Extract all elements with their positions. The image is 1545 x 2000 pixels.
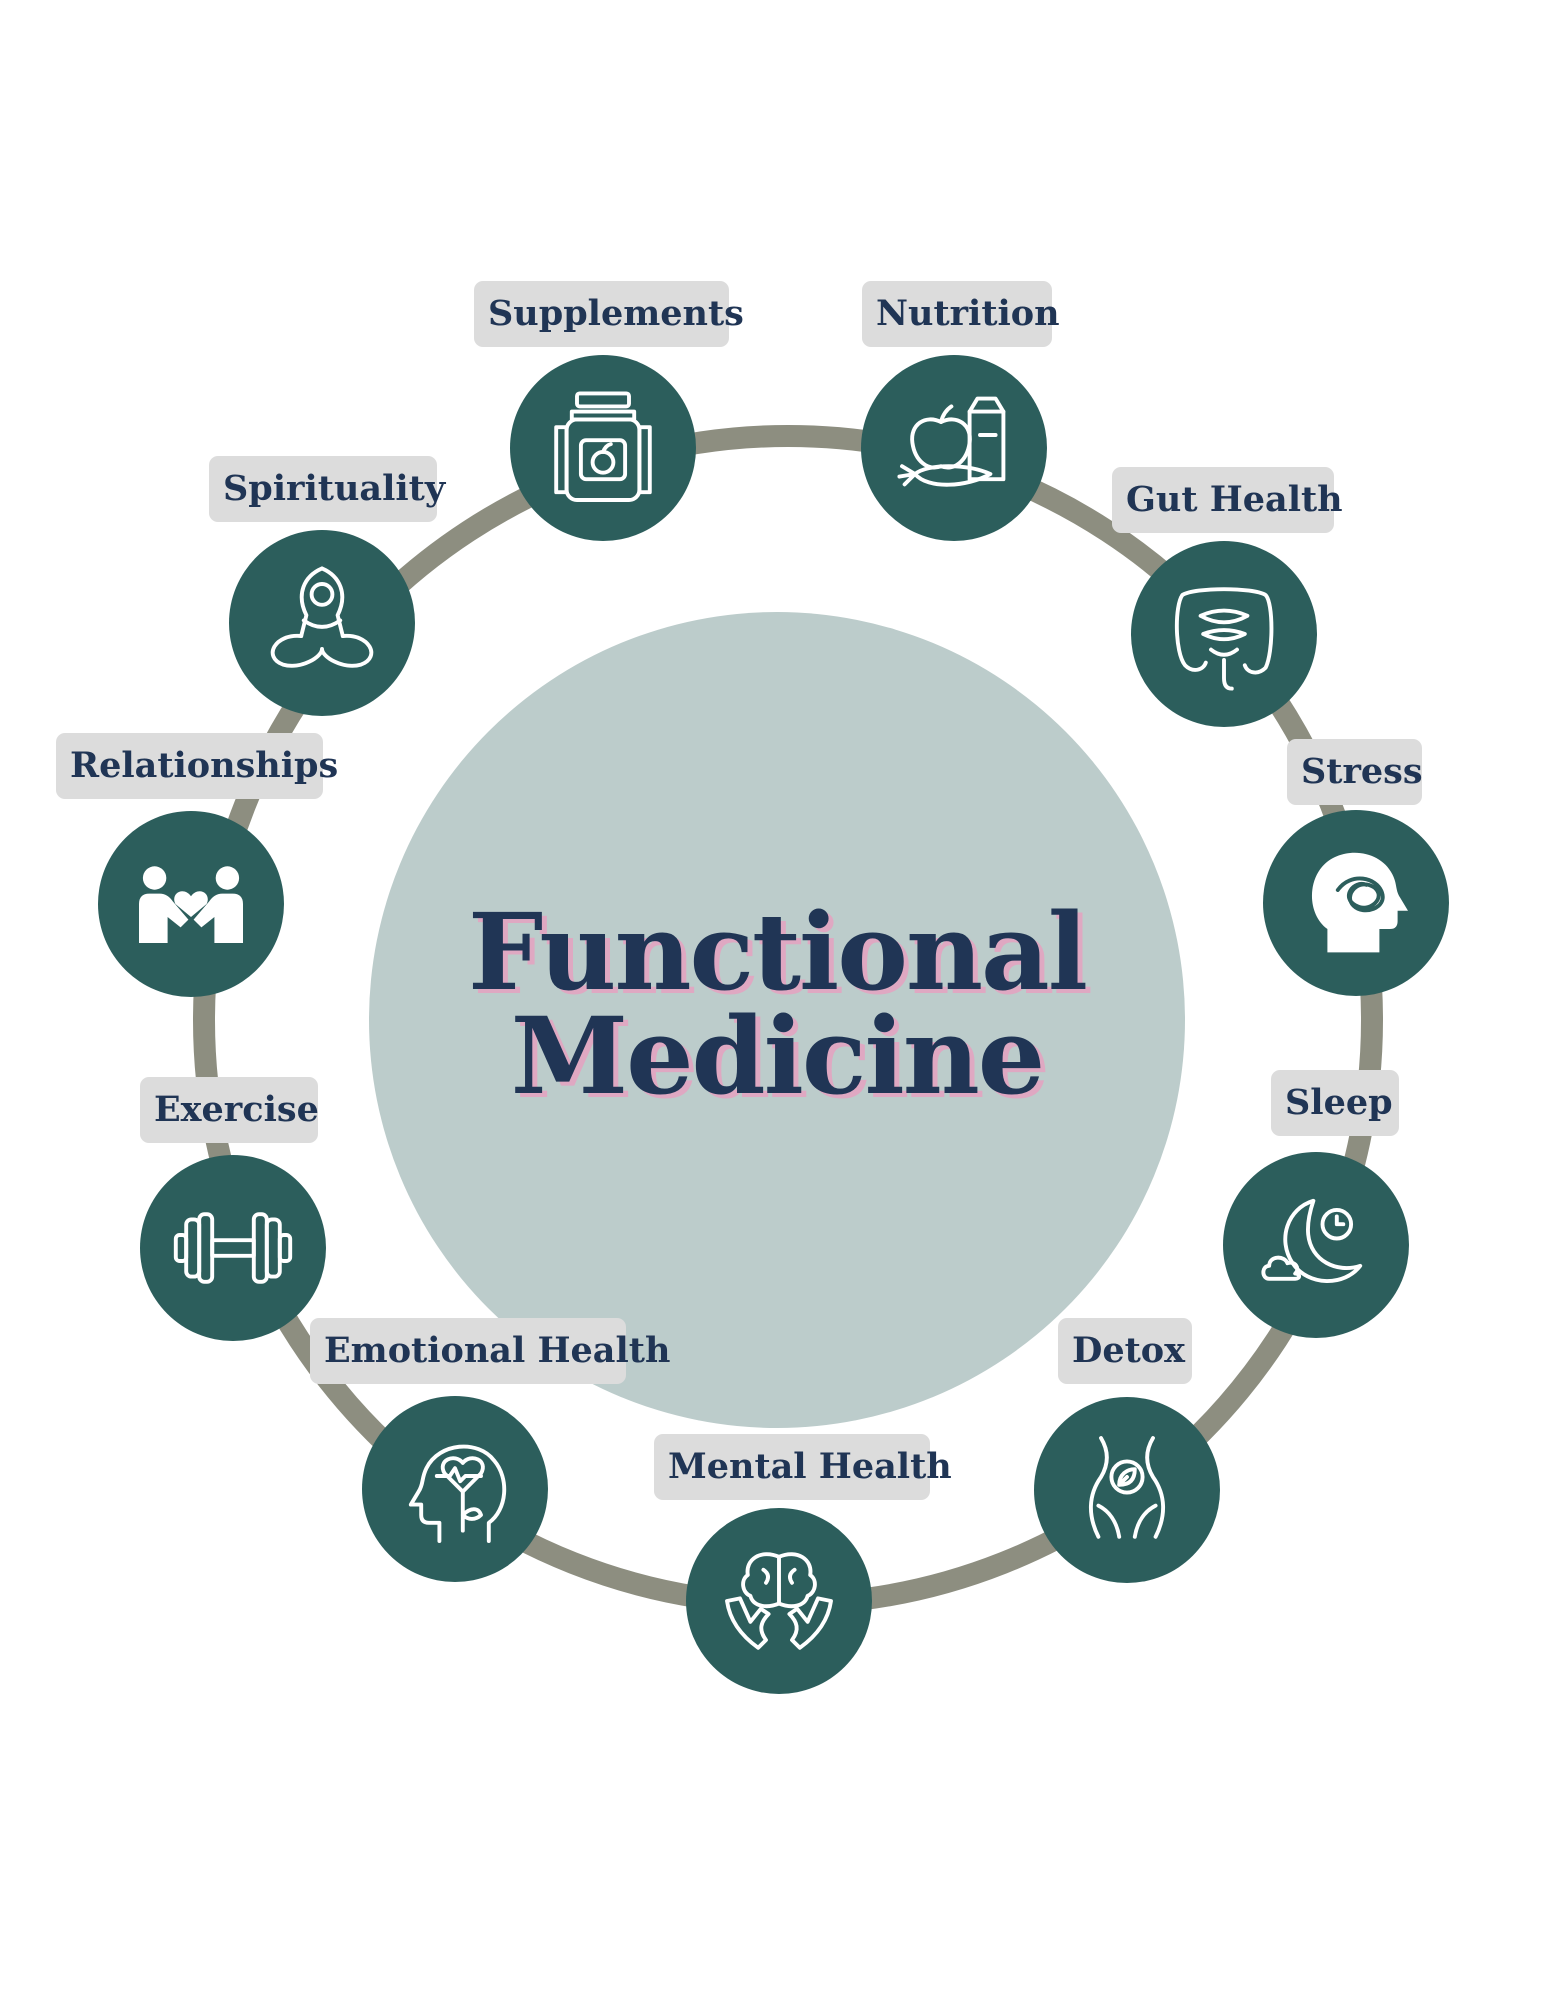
- node-detox: [1034, 1397, 1220, 1583]
- center-disc: [369, 612, 1185, 1428]
- node-sleep: [1223, 1152, 1409, 1338]
- belly-leaf-icon: [1088, 1436, 1166, 1539]
- node-nutrition: [861, 355, 1047, 541]
- node-emotional-health: [362, 1396, 548, 1582]
- dumbbell-icon: [173, 1212, 293, 1284]
- supplement-jar-icon: [554, 391, 652, 502]
- node-exercise: [140, 1155, 326, 1341]
- label-stress: Stress: [1287, 739, 1423, 805]
- center-title-line2: Medicine: [510, 993, 1045, 1118]
- head-heart-flower-icon: [408, 1444, 507, 1543]
- label-nutrition: Nutrition: [862, 281, 1060, 347]
- meditation-yoga-icon: [270, 566, 374, 668]
- node-spirituality: [229, 530, 415, 716]
- node-gut-health: [1131, 541, 1317, 727]
- label-emotional-health: Emotional Health: [310, 1318, 670, 1384]
- node-mental-health: [686, 1508, 872, 1694]
- label-mental-health: Mental Health: [654, 1434, 952, 1500]
- label-gut-health: Gut Health: [1112, 467, 1343, 533]
- label-sleep: Sleep: [1271, 1070, 1399, 1136]
- brain-in-hands-icon: [725, 1552, 833, 1650]
- center-title: Functional Medicine: [369, 889, 1185, 1118]
- moon-clock-cloud-icon: [1261, 1198, 1363, 1284]
- intestine-icon: [1174, 587, 1274, 691]
- tangled-mind-head-icon: [1311, 852, 1408, 953]
- label-supplements: Supplements: [474, 281, 744, 347]
- node-relationships: [98, 811, 284, 997]
- center-title-line1: Functional: [467, 889, 1088, 1014]
- food-apple-carrot-milk-icon: [897, 396, 1006, 487]
- node-supplements: [510, 355, 696, 541]
- people-heart-icon: [139, 866, 243, 943]
- node-stress: [1263, 810, 1449, 996]
- label-exercise: Exercise: [140, 1077, 319, 1143]
- label-detox: Detox: [1058, 1318, 1192, 1384]
- label-relationships: Relationships: [56, 733, 338, 799]
- label-spirituality: Spirituality: [209, 456, 445, 522]
